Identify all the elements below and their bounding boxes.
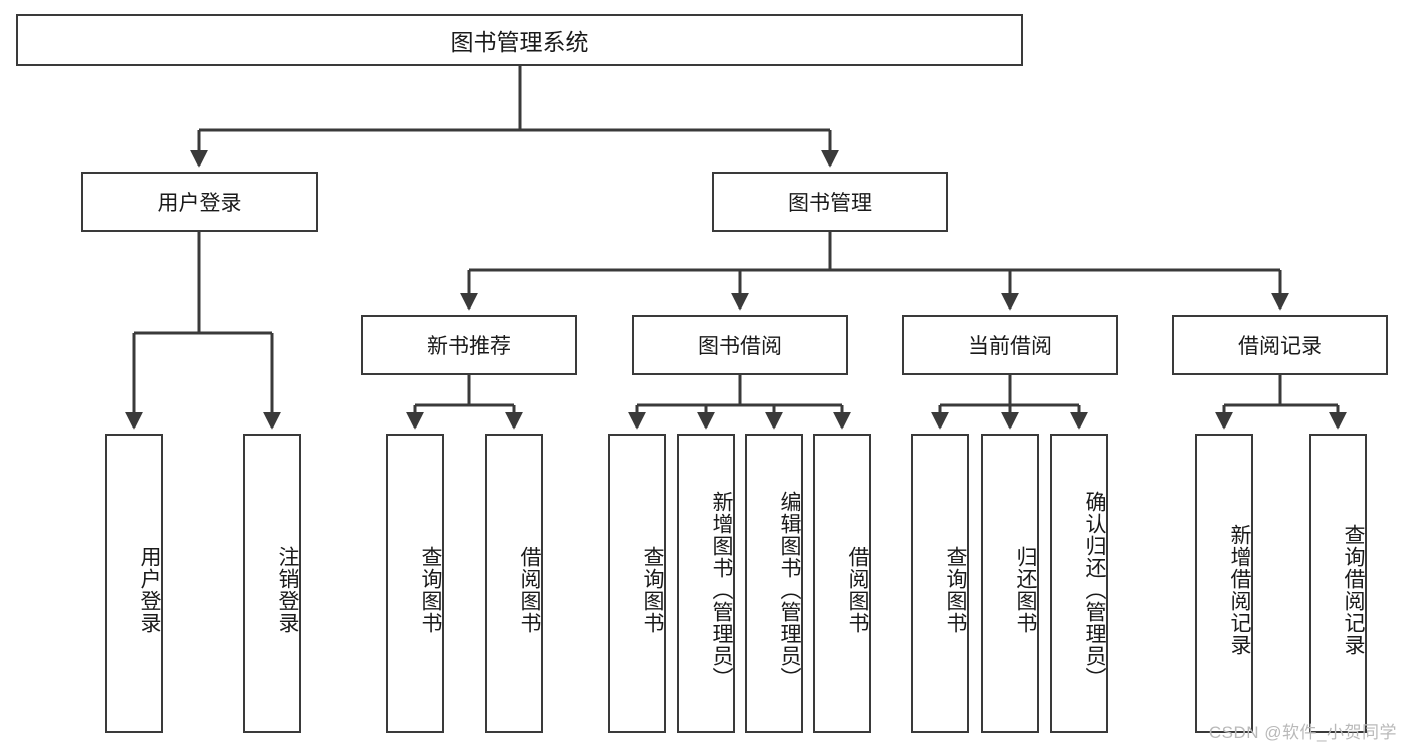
- leaf-current-return-book[interactable]: 归还图书: [981, 434, 1039, 733]
- node-book-management[interactable]: 图书管理: [712, 172, 948, 232]
- leaf-current-query-book[interactable]: 查询图书: [911, 434, 969, 733]
- leaf-borrow-edit-book-admin[interactable]: 编辑图书（管理员）: [745, 434, 803, 733]
- node-new-book-recommend[interactable]: 新书推荐: [361, 315, 577, 375]
- leaf-label: 确认归还（管理员）: [1083, 490, 1106, 689]
- leaf-label: 查询图书: [641, 545, 664, 634]
- leaf-user-login-logout[interactable]: 注销登录: [243, 434, 301, 733]
- leaf-label: 归还图书: [1014, 545, 1037, 634]
- leaf-label: 借阅图书: [518, 545, 541, 634]
- leaf-label: 新增借阅记录: [1228, 523, 1251, 656]
- leaf-borrow-borrow-book[interactable]: 借阅图书: [813, 434, 871, 733]
- leaf-label: 用户登录: [138, 545, 161, 634]
- leaf-label: 查询借阅记录: [1342, 523, 1365, 656]
- leaf-label: 编辑图书（管理员）: [778, 490, 801, 689]
- leaf-current-confirm-return-admin[interactable]: 确认归还（管理员）: [1050, 434, 1108, 733]
- leaf-record-query-record[interactable]: 查询借阅记录: [1309, 434, 1367, 733]
- node-book-borrow[interactable]: 图书借阅: [632, 315, 848, 375]
- leaf-record-add-record[interactable]: 新增借阅记录: [1195, 434, 1253, 733]
- node-current-borrow[interactable]: 当前借阅: [902, 315, 1118, 375]
- leaf-label: 借阅图书: [846, 545, 869, 634]
- leaf-recommend-query-book[interactable]: 查询图书: [386, 434, 444, 733]
- leaf-label: 查询图书: [944, 545, 967, 634]
- node-root-system[interactable]: 图书管理系统: [16, 14, 1023, 66]
- node-user-login[interactable]: 用户登录: [81, 172, 318, 232]
- leaf-label: 新增图书（管理员）: [710, 490, 733, 689]
- leaf-borrow-add-book-admin[interactable]: 新增图书（管理员）: [677, 434, 735, 733]
- leaf-label: 注销登录: [276, 545, 299, 634]
- leaf-user-login-login[interactable]: 用户登录: [105, 434, 163, 733]
- node-borrow-record[interactable]: 借阅记录: [1172, 315, 1388, 375]
- leaf-label: 查询图书: [419, 545, 442, 634]
- leaf-recommend-borrow-book[interactable]: 借阅图书: [485, 434, 543, 733]
- leaf-borrow-query-book[interactable]: 查询图书: [608, 434, 666, 733]
